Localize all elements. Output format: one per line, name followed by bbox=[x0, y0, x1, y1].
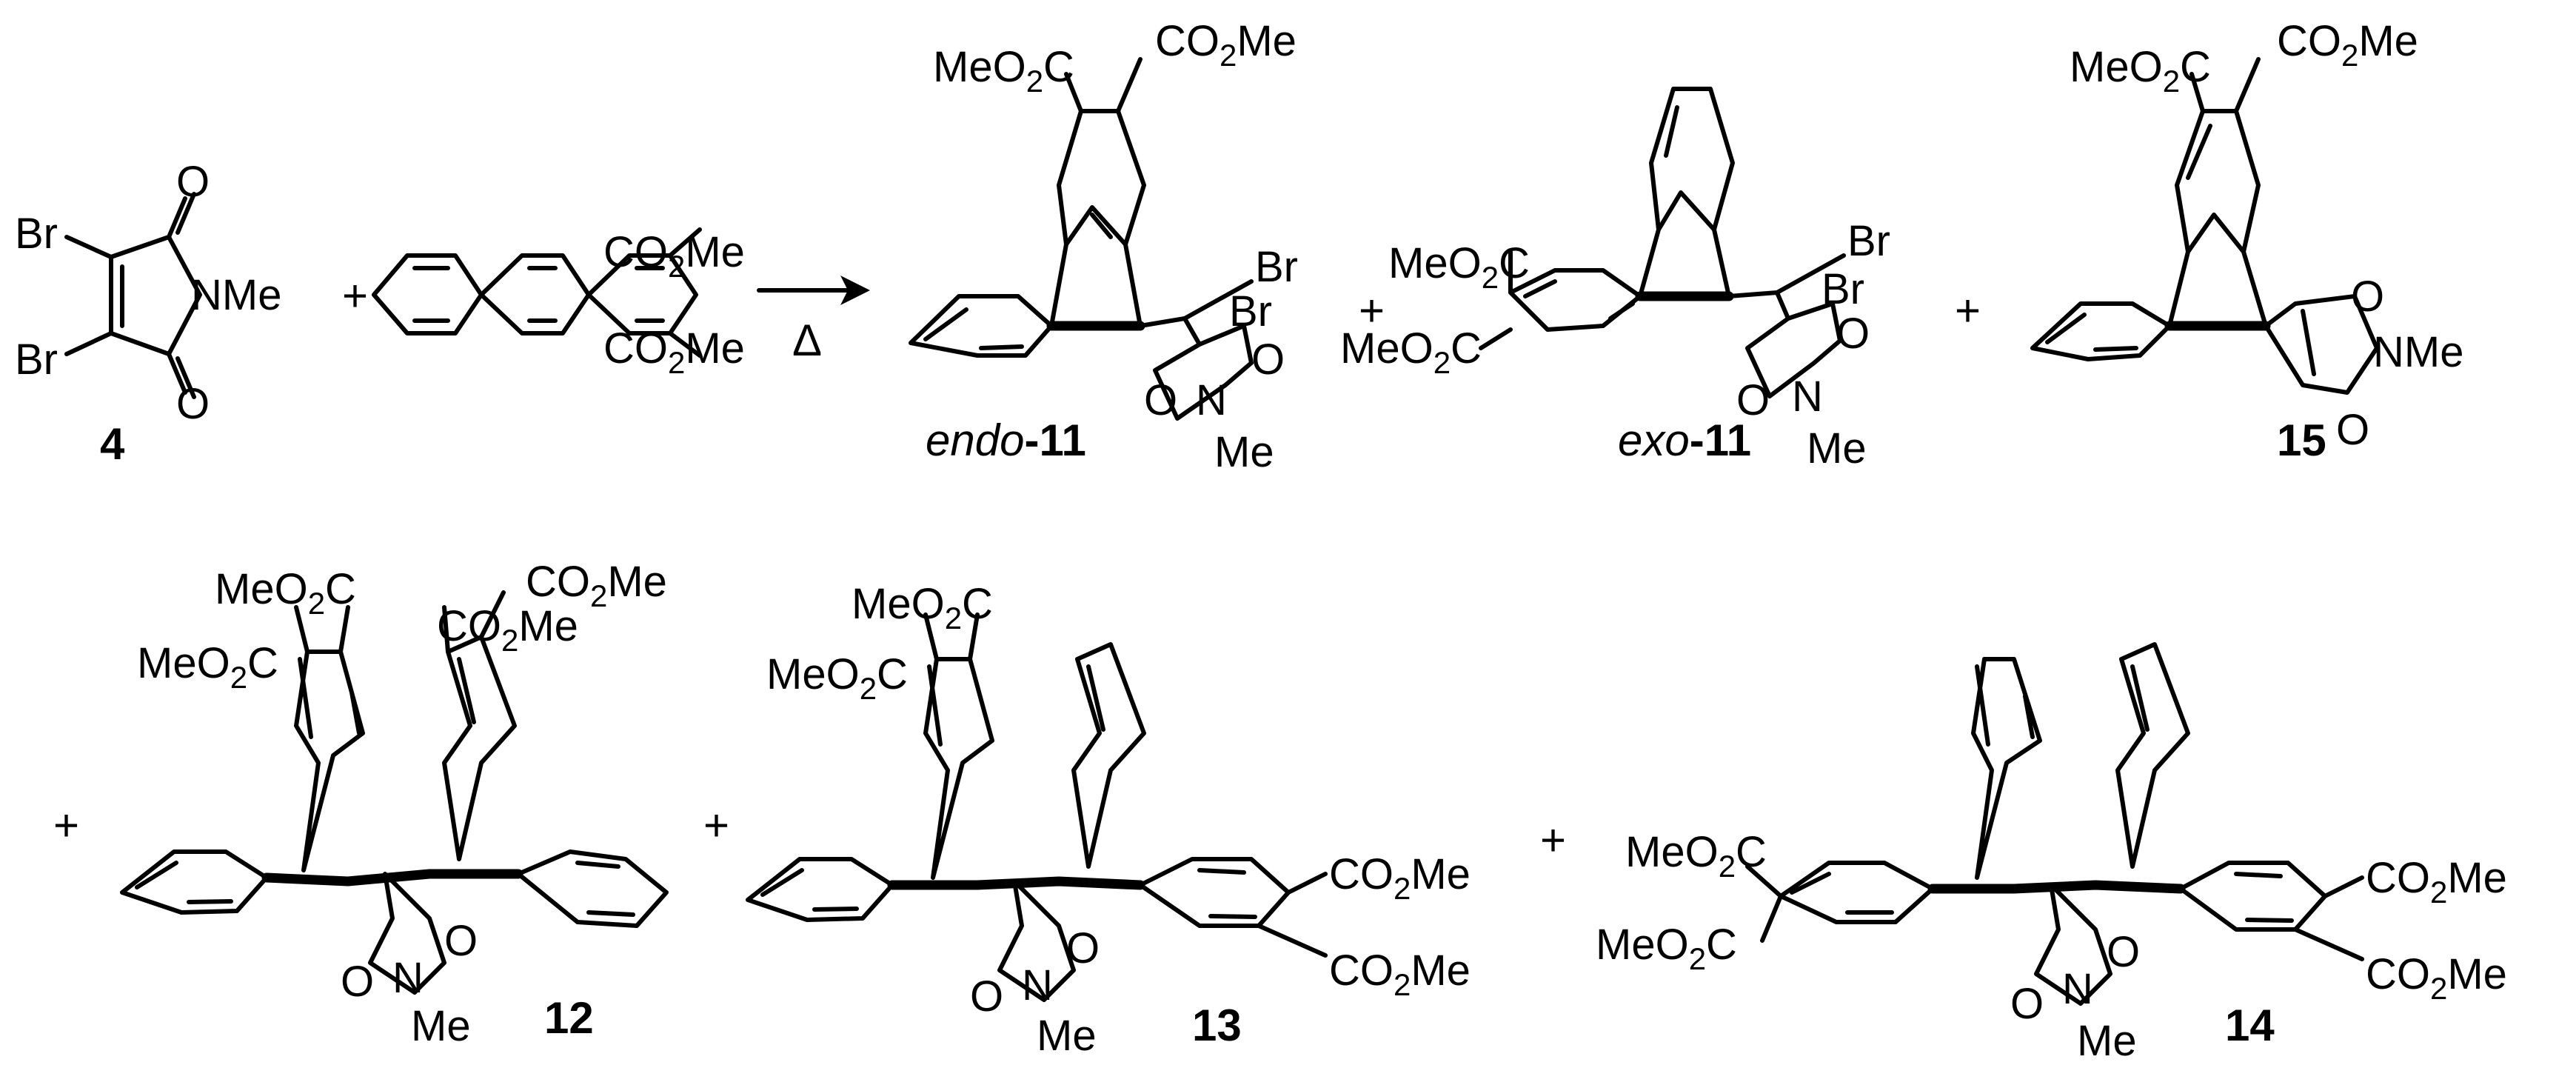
n-atom: N bbox=[2062, 965, 2093, 1013]
ester-group: MeO2C bbox=[852, 580, 993, 635]
ester-group: CO2Me bbox=[2366, 854, 2507, 909]
ester-group: MeO2C bbox=[215, 565, 356, 621]
me-group: Me bbox=[1807, 424, 1867, 473]
compound-12-structure: MeO2C MeO2C CO2Me CO2Me O O N Me bbox=[120, 558, 669, 1050]
o-atom: O bbox=[970, 972, 1003, 1021]
o-atom: O bbox=[2010, 980, 2044, 1028]
br-atom: Br bbox=[1255, 243, 1298, 291]
ester-group: MeO2C bbox=[1596, 921, 1737, 976]
exo-11-label: exo-11 bbox=[1618, 415, 1751, 465]
o-atom: O bbox=[341, 958, 374, 1006]
ester-group: MeO2C bbox=[1388, 239, 1530, 295]
reaction-arrow bbox=[757, 276, 870, 305]
ester-group: MeO2C bbox=[137, 639, 278, 695]
heat-symbol: Δ bbox=[792, 316, 822, 365]
o-atom: O bbox=[444, 917, 478, 965]
compound-12-label: 12 bbox=[544, 993, 594, 1043]
ester-group: CO2Me bbox=[1155, 17, 1297, 73]
ester-group: CO2Me bbox=[526, 558, 667, 613]
ester-group: CO2Me bbox=[1329, 850, 1471, 906]
ester-group: CO2Me bbox=[2366, 950, 2507, 1006]
ester-group: MeO2C bbox=[2070, 43, 2211, 99]
n-atom: N bbox=[1792, 373, 1823, 421]
br-atom: Br bbox=[15, 210, 58, 258]
endo-11-structure: MeO2C CO2Me Br Br O O N Me bbox=[909, 17, 1298, 476]
ester-group: CO2Me bbox=[2277, 17, 2418, 73]
me-group: Me bbox=[2077, 1017, 2137, 1065]
me-group: Me bbox=[411, 1002, 471, 1050]
br-atom: Br bbox=[1847, 217, 1890, 265]
compound-15-label: 15 bbox=[2277, 415, 2326, 465]
o-atom: O bbox=[1144, 376, 1177, 424]
nme-group: NMe bbox=[2373, 328, 2463, 376]
ester-group: CO2Me bbox=[437, 602, 578, 658]
o-atom: O bbox=[1736, 376, 1770, 424]
exo-11-structure: MeO2C MeO2C Br Br O O N Me bbox=[1340, 87, 1890, 473]
o-atom: O bbox=[2107, 928, 2140, 976]
plus-sign: + bbox=[342, 271, 368, 321]
o-atom: O bbox=[1836, 310, 1870, 358]
o-atom: O bbox=[1066, 924, 1100, 972]
endo-11-label: endo-11 bbox=[926, 415, 1086, 465]
o-atom: O bbox=[1251, 335, 1285, 384]
anthracene-diester-structure: CO2Me CO2Me bbox=[372, 227, 745, 380]
n-atom: N bbox=[1022, 961, 1053, 1009]
nme-group: NMe bbox=[191, 271, 281, 319]
compound-4-label: 4 bbox=[100, 419, 125, 469]
o-atom: O bbox=[176, 380, 210, 428]
me-group: Me bbox=[1214, 428, 1274, 476]
plus-sign: + bbox=[1359, 286, 1385, 335]
plus-sign: + bbox=[1540, 815, 1566, 865]
o-atom: O bbox=[2351, 273, 2384, 321]
ester-group: CO2Me bbox=[603, 228, 745, 284]
compound-15-structure: MeO2C CO2Me O NMe O bbox=[2030, 17, 2463, 454]
me-group: Me bbox=[1037, 1012, 1097, 1060]
compound-14-structure: MeO2C MeO2C CO2Me CO2Me O O N Me bbox=[1596, 642, 2507, 1065]
n-atom: N bbox=[1196, 376, 1227, 424]
br-atom: Br bbox=[1821, 265, 1864, 313]
n-atom: N bbox=[392, 954, 424, 1002]
br-atom: Br bbox=[1229, 287, 1272, 335]
compound-14-label: 14 bbox=[2225, 1001, 2275, 1050]
ester-group: MeO2C bbox=[1625, 828, 1767, 884]
ester-group: CO2Me bbox=[603, 324, 745, 380]
ester-group: MeO2C bbox=[766, 650, 908, 706]
o-atom: O bbox=[176, 158, 210, 206]
plus-sign: + bbox=[703, 801, 729, 850]
compound-13-label: 13 bbox=[1192, 1001, 1242, 1050]
plus-sign: + bbox=[1955, 286, 1981, 335]
compound-4-structure: Br Br O O NMe bbox=[15, 158, 281, 428]
compound-13-structure: MeO2C MeO2C CO2Me CO2Me O O N Me bbox=[746, 580, 1471, 1060]
ester-group: MeO2C bbox=[1340, 324, 1482, 380]
ester-group: CO2Me bbox=[1329, 947, 1471, 1002]
br-atom: Br bbox=[15, 335, 58, 384]
o-atom: O bbox=[2336, 406, 2369, 454]
ester-group: MeO2C bbox=[933, 43, 1074, 99]
plus-sign: + bbox=[53, 801, 79, 850]
